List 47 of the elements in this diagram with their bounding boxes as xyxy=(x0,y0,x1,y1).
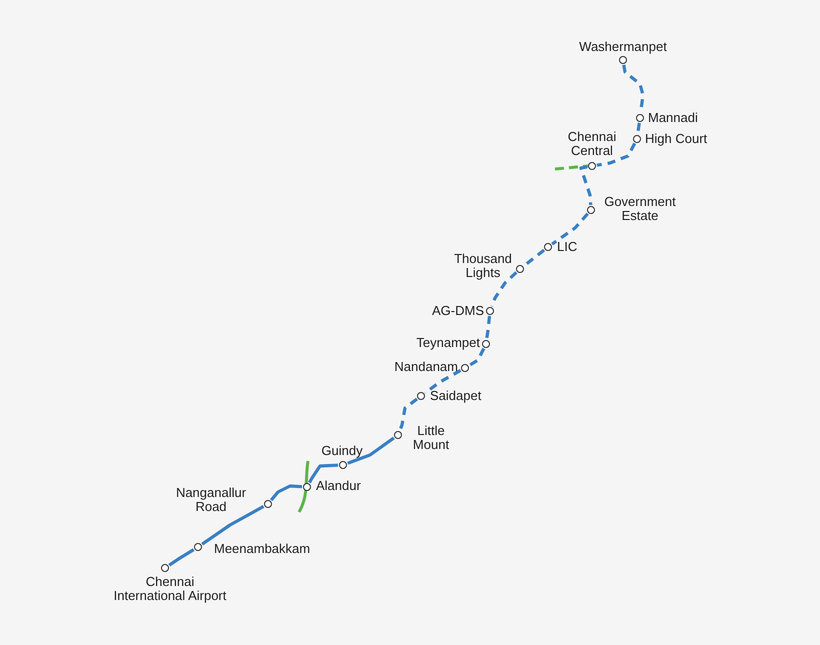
dashed-metro-line xyxy=(551,212,589,246)
station-circle xyxy=(586,206,594,214)
station-label: Meenambakkam xyxy=(214,542,310,556)
metro-line xyxy=(270,484,302,502)
station-circle xyxy=(338,460,346,468)
station-label: Mannadi xyxy=(648,111,698,125)
dashed-metro-line xyxy=(490,271,518,307)
station-circle xyxy=(636,114,644,122)
dashed-metro-line xyxy=(579,165,592,206)
station-circle xyxy=(160,564,168,572)
dashed-metro-line xyxy=(424,369,462,394)
metro-line xyxy=(308,464,338,484)
station-circle xyxy=(544,242,552,250)
station-label: Thousand Lights xyxy=(453,252,513,280)
dashed-metro-line xyxy=(596,142,636,167)
dashed-metro-line xyxy=(398,398,418,431)
station-circle xyxy=(618,56,626,64)
station-label: Government Estate xyxy=(603,195,677,223)
station-label: LIC xyxy=(557,240,578,254)
station-circle xyxy=(516,264,524,272)
dashed-metro-line xyxy=(468,348,486,367)
station-circle xyxy=(302,482,310,490)
dashed-metro-line xyxy=(485,316,492,340)
station-label: Saidapet xyxy=(430,389,482,403)
metro-line xyxy=(347,436,395,465)
station-label: Teynampet xyxy=(416,336,480,350)
station-label: Chennai International Airport xyxy=(112,575,228,603)
station-label: AG-DMS xyxy=(432,304,484,318)
station-label: Chennai Central xyxy=(566,130,618,158)
station-label: Nandanam xyxy=(394,360,458,374)
metro-line xyxy=(201,505,264,546)
station-label: Guindy xyxy=(321,444,363,458)
station-label: Little Mount xyxy=(412,424,450,452)
station-circle xyxy=(632,134,640,142)
station-label: High Court xyxy=(645,132,708,146)
station-label: Washermanpet xyxy=(579,40,667,54)
station-circle xyxy=(482,340,490,348)
station-circle xyxy=(416,392,424,400)
station-label: Nanganallur Road xyxy=(174,486,248,514)
station-circle xyxy=(264,500,272,508)
station-circle xyxy=(394,430,402,438)
station-label: Alandur xyxy=(316,479,361,493)
station-circle xyxy=(588,162,596,170)
station-circle xyxy=(194,542,202,550)
station-circle xyxy=(460,364,468,372)
station-circle xyxy=(486,306,494,314)
metro-line xyxy=(168,548,195,567)
